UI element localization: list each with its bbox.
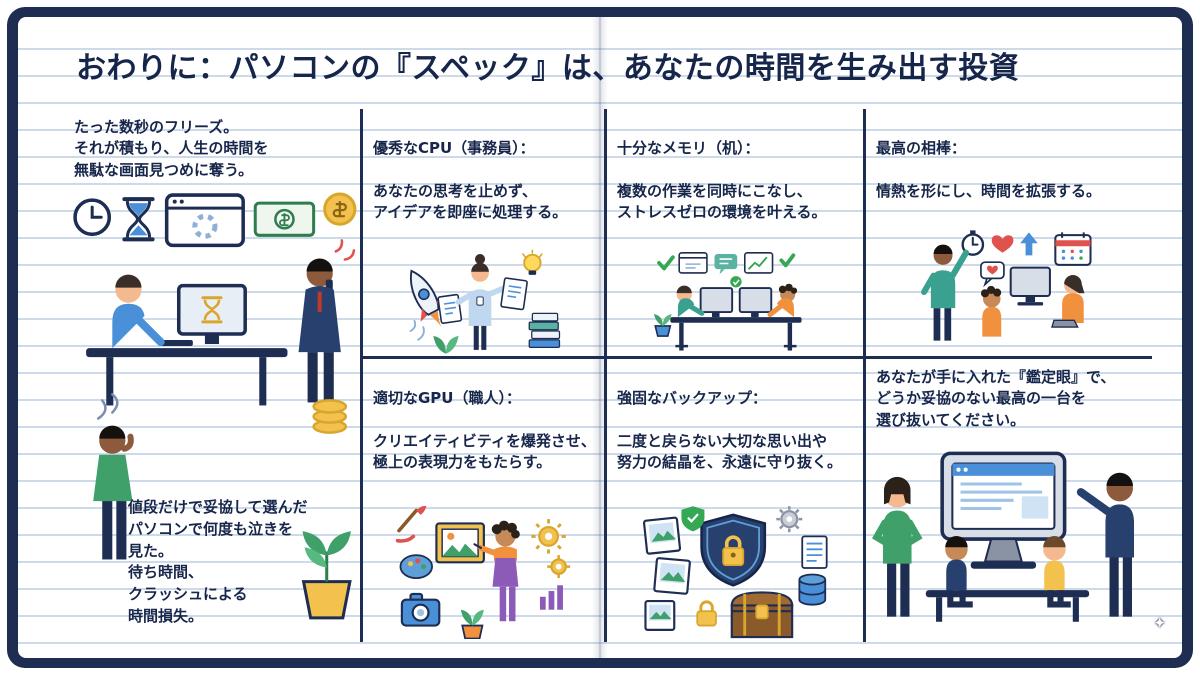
gpu-heading: 適切なGPU（職人）：: [373, 389, 521, 408]
woman-at-laptop: [1051, 275, 1085, 329]
loading-window-icon: [164, 193, 245, 248]
memory-body: 複数の作業を同時にこなし、 ストレスゼロの環境を叶える。: [617, 181, 827, 222]
calendar-icon: [1054, 232, 1092, 267]
notebook-cover: おわりに：パソコンの『スペック』は、あなたの時間を生み出す投資 たった数秒のフリ…: [7, 7, 1193, 668]
memory-heading: 十分なメモリ（机）：: [617, 139, 760, 158]
camera-icon: [400, 592, 441, 627]
panel-gpu: 適切なGPU（職人）： クリエイティビティを爆発させ、 極上の表現力をもたらす。: [363, 359, 604, 639]
document-icon-2: [500, 277, 528, 311]
small-plant-icon: [460, 609, 484, 639]
backup-text: 強固なバックアップ： 二度と戻らない大切な思い出や 努力の結晶を、永遠に守り抜く…: [607, 359, 863, 499]
memory-text: 十分なメモリ（机）： 複数の作業を同時にこなし、 ストレスゼロの環境を叶える。: [607, 109, 863, 249]
photo-icon-2: [653, 556, 691, 595]
partner-text: 最高の相棒： 情熱を形にし、時間を拡張する。: [866, 109, 1152, 227]
closing-illustration: [872, 451, 1135, 622]
panel-time-loss: たった数秒のフリーズ。 それが積もり、人生の時間を 無駄な画面見つめに奪う。: [64, 109, 363, 642]
heart-icon: [991, 235, 1014, 254]
panel-memory-backup: 十分なメモリ（机）： 複数の作業を同時にこなし、 ストレスゼロの環境を叶える。: [607, 109, 866, 642]
checkmark-icon-2: [779, 253, 796, 268]
hourglass-icon: [122, 197, 155, 242]
padlock-icon: [696, 600, 717, 627]
closing-text: あなたが手に入れた『鑑定眼』で、 どうか妥協のない最高の一台を 選び抜いてくださ…: [876, 368, 1116, 429]
document-icon: [437, 293, 463, 324]
wall-clock-icon: [73, 198, 112, 237]
stopwatch-icon: [961, 230, 985, 257]
banknote-icon: [253, 201, 316, 237]
speech-bubble-icon: [714, 253, 738, 275]
frozen-computer-scene: [86, 274, 288, 406]
time-loss-intro-text: たった数秒のフリーズ。 それが積もり、人生の時間を 無駄な画面見つめに奪う。: [74, 118, 269, 179]
cpu-illustration: [409, 249, 561, 354]
desk-plant-icon: [653, 313, 672, 337]
man-with-stopwatch: [921, 245, 970, 342]
treasure-chest-icon: [730, 591, 794, 638]
bar-chart-icon: [539, 585, 563, 610]
page-title: おわりに：パソコンの『スペック』は、あなたの時間を生み出す投資: [76, 51, 1020, 86]
palette-icon: [399, 553, 433, 579]
partner-heading: 最高の相棒：: [876, 139, 967, 158]
gpu-text: 適切なGPU（職人）： クリエイティビティを爆発させ、 極上の表現力をもたらす。: [363, 359, 604, 499]
lightbulb-icon: [522, 249, 543, 275]
gear-icon-2: [776, 505, 803, 532]
notebook-page: おわりに：パソコンの『スペック』は、あなたの時間を生み出す投資 たった数秒のフリ…: [18, 17, 1182, 658]
cpu-text: 優秀なCPU（事務員）： あなたの思考を止めず、 アイデアを即座に処理する。: [363, 109, 604, 249]
artist-person: [473, 520, 520, 622]
woman-at-monitor: [980, 286, 1002, 338]
standing-woman: [872, 476, 923, 617]
chart-window-icon: [743, 251, 774, 274]
check-shield-icon: [681, 505, 705, 532]
panel-cpu: 優秀なCPU（事務員）： あなたの思考を止めず、 アイデアを即座に処理する。: [363, 109, 604, 359]
coin-icon: [323, 192, 357, 226]
backup-heading: 強固なバックアップ：: [617, 389, 768, 408]
office-worker: [455, 253, 507, 350]
gear-icon-small: [547, 554, 571, 578]
panel-memory: 十分なメモリ（机）： 複数の作業を同時にこなし、 ストレスゼロの環境を叶える。: [607, 109, 863, 359]
cpu-body: あなたの思考を止めず、 アイデアを即座に処理する。: [373, 181, 568, 222]
time-loss-illustration: [73, 192, 357, 620]
leaf-plant-icon: [433, 335, 459, 354]
gpu-body: クリエイティビティを爆発させ、 極上の表現力をもたらす。: [373, 431, 596, 472]
browser-window-icon: [678, 251, 708, 274]
paper-stack-icon: [528, 312, 561, 348]
panel-partner-closing: 最高の相棒： 情熱を形にし、時間を拡張する。: [866, 109, 1152, 642]
cpu-heading: 優秀なCPU（事務員）：: [373, 139, 535, 158]
large-monitor: [940, 451, 1067, 569]
backup-body: 二度と戻らない大切な思い出や 努力の結晶を、永遠に守り抜く。: [617, 431, 843, 472]
memory-illustration: [653, 251, 802, 351]
standing-man: [1076, 472, 1135, 617]
paintbrush-icon: [395, 505, 427, 543]
motion-lines: [409, 319, 425, 341]
database-icon: [798, 573, 827, 606]
dual-monitor-desk-scene: [670, 283, 802, 351]
time-loss-regret-text: 値段だけで妥協して選んだ パソコンで何度も泣きを 見た。 待ち時間、 クラッシュ…: [128, 498, 308, 625]
checkmark-icon: [657, 255, 675, 271]
monitor-icon: [1009, 267, 1051, 306]
plant-icon: [301, 531, 352, 620]
photo-icon: [642, 516, 682, 555]
check-badge-icon: [730, 275, 742, 288]
speech-bubble-heart-icon: [980, 261, 1005, 288]
panel-cpu-gpu: 優秀なCPU（事務員）： あなたの思考を止めず、 アイデアを即座に処理する。: [363, 109, 607, 642]
panel-grid: たった数秒のフリーズ。 それが積もり、人生の時間を 無駄な画面見つめに奪う。: [64, 109, 1152, 642]
backup-illustration: [642, 505, 828, 638]
panel-backup: 強固なバックアップ： 二度と戻らない大切な思い出や 努力の結晶を、永遠に守り抜く…: [607, 359, 863, 639]
sitting-girl: [1043, 535, 1071, 608]
sparkle-icon: ✦: [1153, 614, 1166, 632]
shield-lock-icon: [700, 513, 767, 587]
picture-frame-icon: [435, 522, 485, 564]
phone-call-man: [298, 239, 356, 403]
coins-stack-icon: [312, 399, 348, 434]
document-icon-3: [801, 535, 828, 569]
gpu-illustration: [395, 505, 571, 639]
gear-icon: [531, 518, 566, 554]
photo-icon-3: [644, 599, 676, 631]
partner-illustration: [921, 230, 1092, 342]
panel-partner: 最高の相棒： 情熱を形にし、時間を拡張する。: [866, 109, 1152, 359]
panel-closing: あなたが手に入れた『鑑定眼』で、 どうか妥協のない最高の一台を 選び抜いてくださ…: [866, 359, 1152, 639]
up-arrow-icon: [1020, 232, 1038, 256]
sad-person: [93, 393, 134, 560]
sitting-boy: [945, 535, 973, 608]
partner-body: 情熱を形にし、時間を拡張する。: [876, 181, 1102, 200]
